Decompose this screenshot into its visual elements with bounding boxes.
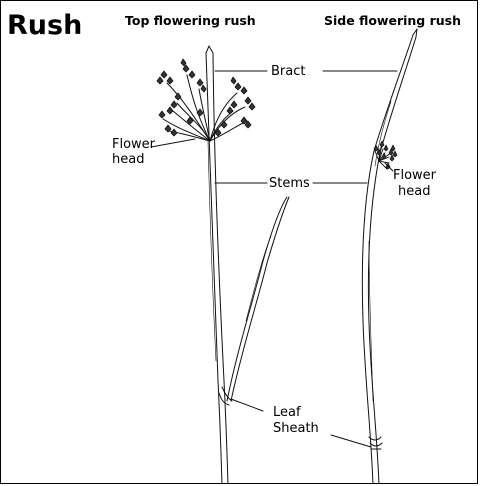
bract-label: Bract: [271, 64, 305, 79]
left-flower-head-label-line1: Flower: [112, 137, 155, 152]
left-leaf: [227, 197, 289, 401]
leaf-sheath-label-line1: Leaf: [273, 405, 301, 420]
left-flower-head-label-line2: head: [112, 152, 144, 167]
right-flower-head-label-line1: Flower: [393, 168, 436, 183]
right-main-stem: [362, 29, 417, 484]
leader-lines: [151, 71, 397, 447]
leaf-sheath-label-line2: Sheath: [273, 421, 319, 436]
left-main-stem: [206, 46, 228, 484]
right-flower-head-label-line2: head: [398, 184, 430, 199]
stems-label: Stems: [269, 176, 310, 191]
